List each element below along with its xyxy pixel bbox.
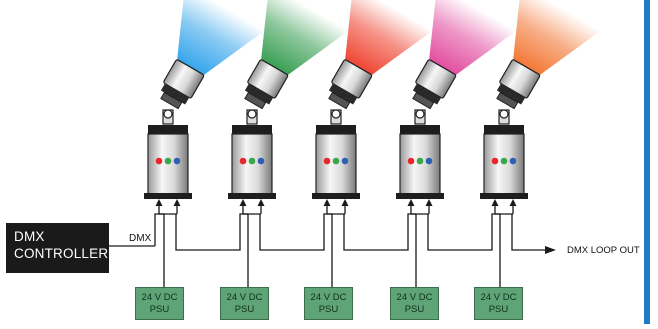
light-beam	[177, 0, 265, 76]
pivot-knob	[247, 109, 257, 119]
led-indicator-icon	[164, 157, 172, 165]
pivot-knob	[331, 109, 341, 119]
connector-arrow-icon	[425, 199, 433, 206]
connector-arrow-icon	[323, 199, 331, 206]
spotlight-collar	[160, 83, 190, 105]
led-indicator-icon	[500, 157, 508, 165]
connector-arrow-icon	[239, 199, 247, 206]
led-indicator-icon	[341, 157, 349, 165]
fixture-cap	[316, 125, 356, 135]
fixture-cap	[484, 125, 524, 135]
psu-1: 24 V DC PSU	[135, 287, 184, 320]
spotlight-neck	[328, 91, 351, 110]
led-indicator-icon	[257, 157, 265, 165]
accent-bar	[644, 0, 650, 324]
led-indicator-icon	[407, 157, 415, 165]
psu-label-voltage: 24 V DC	[226, 292, 263, 303]
fixture-base	[480, 193, 528, 199]
connector-arrow-icon	[407, 199, 415, 206]
dmx-loop-out-label: DMX LOOP OUT	[567, 245, 640, 256]
pivot-knob	[415, 109, 425, 119]
connector-arrow-icon	[257, 199, 265, 206]
spotlight-collar	[412, 83, 442, 105]
led-indicator-icon	[248, 157, 256, 165]
light-beam	[261, 0, 349, 76]
psu-4: 24 V DC PSU	[390, 287, 439, 320]
fixture-base	[312, 193, 360, 199]
spotlight-head	[244, 0, 349, 110]
spotlight-barrel	[499, 59, 541, 99]
led-indicator-icon	[155, 157, 163, 165]
spotlight-head	[328, 0, 433, 110]
spotlight-head	[160, 0, 265, 110]
pivot-knob	[499, 109, 509, 119]
spotlight-barrel	[163, 59, 205, 99]
connector-arrow-icon	[509, 199, 517, 206]
spotlight-neck	[496, 91, 519, 110]
spotlight-head	[412, 0, 517, 110]
psu-5: 24 V DC PSU	[474, 287, 523, 320]
spotlight-barrel	[415, 59, 457, 99]
spotlight-neck	[244, 91, 267, 110]
fixture-base	[396, 193, 444, 199]
controller-label-line2: CONTROLLER	[14, 246, 109, 261]
light-beam	[513, 0, 601, 76]
connector-arrow-icon	[341, 199, 349, 206]
connector-arrow-icon	[491, 199, 499, 206]
led-indicator-icon	[173, 157, 181, 165]
dmx-chain-wire	[154, 213, 545, 251]
psu-label-voltage: 24 V DC	[310, 292, 347, 303]
loop-out-arrow-icon	[545, 246, 556, 254]
spotlight-barrel	[331, 59, 373, 99]
spotlight-collar	[244, 83, 274, 105]
psu-label-name: PSU	[149, 304, 170, 315]
led-indicator-icon	[425, 157, 433, 165]
light-beam	[429, 0, 517, 76]
controller-label-line1: DMX	[14, 229, 45, 244]
fixture-base	[144, 193, 192, 199]
light-beam	[345, 0, 433, 76]
spotlight-head	[496, 0, 601, 110]
led-indicator-icon	[239, 157, 247, 165]
fixture-cap	[232, 125, 272, 135]
connector-arrow-icon	[155, 199, 163, 206]
spotlight-neck	[160, 91, 183, 110]
led-indicator-icon	[323, 157, 331, 165]
psu-label-name: PSU	[318, 304, 339, 315]
spotlight-neck	[412, 91, 435, 110]
psu-2: 24 V DC PSU	[220, 287, 269, 320]
pivot-knob	[163, 109, 173, 119]
psu-label-voltage: 24 V DC	[396, 292, 433, 303]
fixture-cap	[148, 125, 188, 135]
led-indicator-icon	[416, 157, 424, 165]
dmx-line-label: DMX	[129, 233, 152, 244]
psu-label-voltage: 24 V DC	[141, 292, 178, 303]
spotlight-barrel	[247, 59, 289, 99]
led-indicator-icon	[491, 157, 499, 165]
psu-label-name: PSU	[488, 304, 509, 315]
led-indicator-icon	[332, 157, 340, 165]
psu-label-name: PSU	[234, 304, 255, 315]
spotlight-collar	[328, 83, 358, 105]
connector-arrow-icon	[173, 199, 181, 206]
psu-label-name: PSU	[404, 304, 425, 315]
led-indicator-icon	[509, 157, 517, 165]
psu-3: 24 V DC PSU	[304, 287, 353, 320]
psu-label-voltage: 24 V DC	[480, 292, 517, 303]
dmx-controller: DMX CONTROLLER	[6, 223, 109, 273]
spotlight-collar	[496, 83, 526, 105]
fixture-cap	[400, 125, 440, 135]
fixture-base	[228, 193, 276, 199]
